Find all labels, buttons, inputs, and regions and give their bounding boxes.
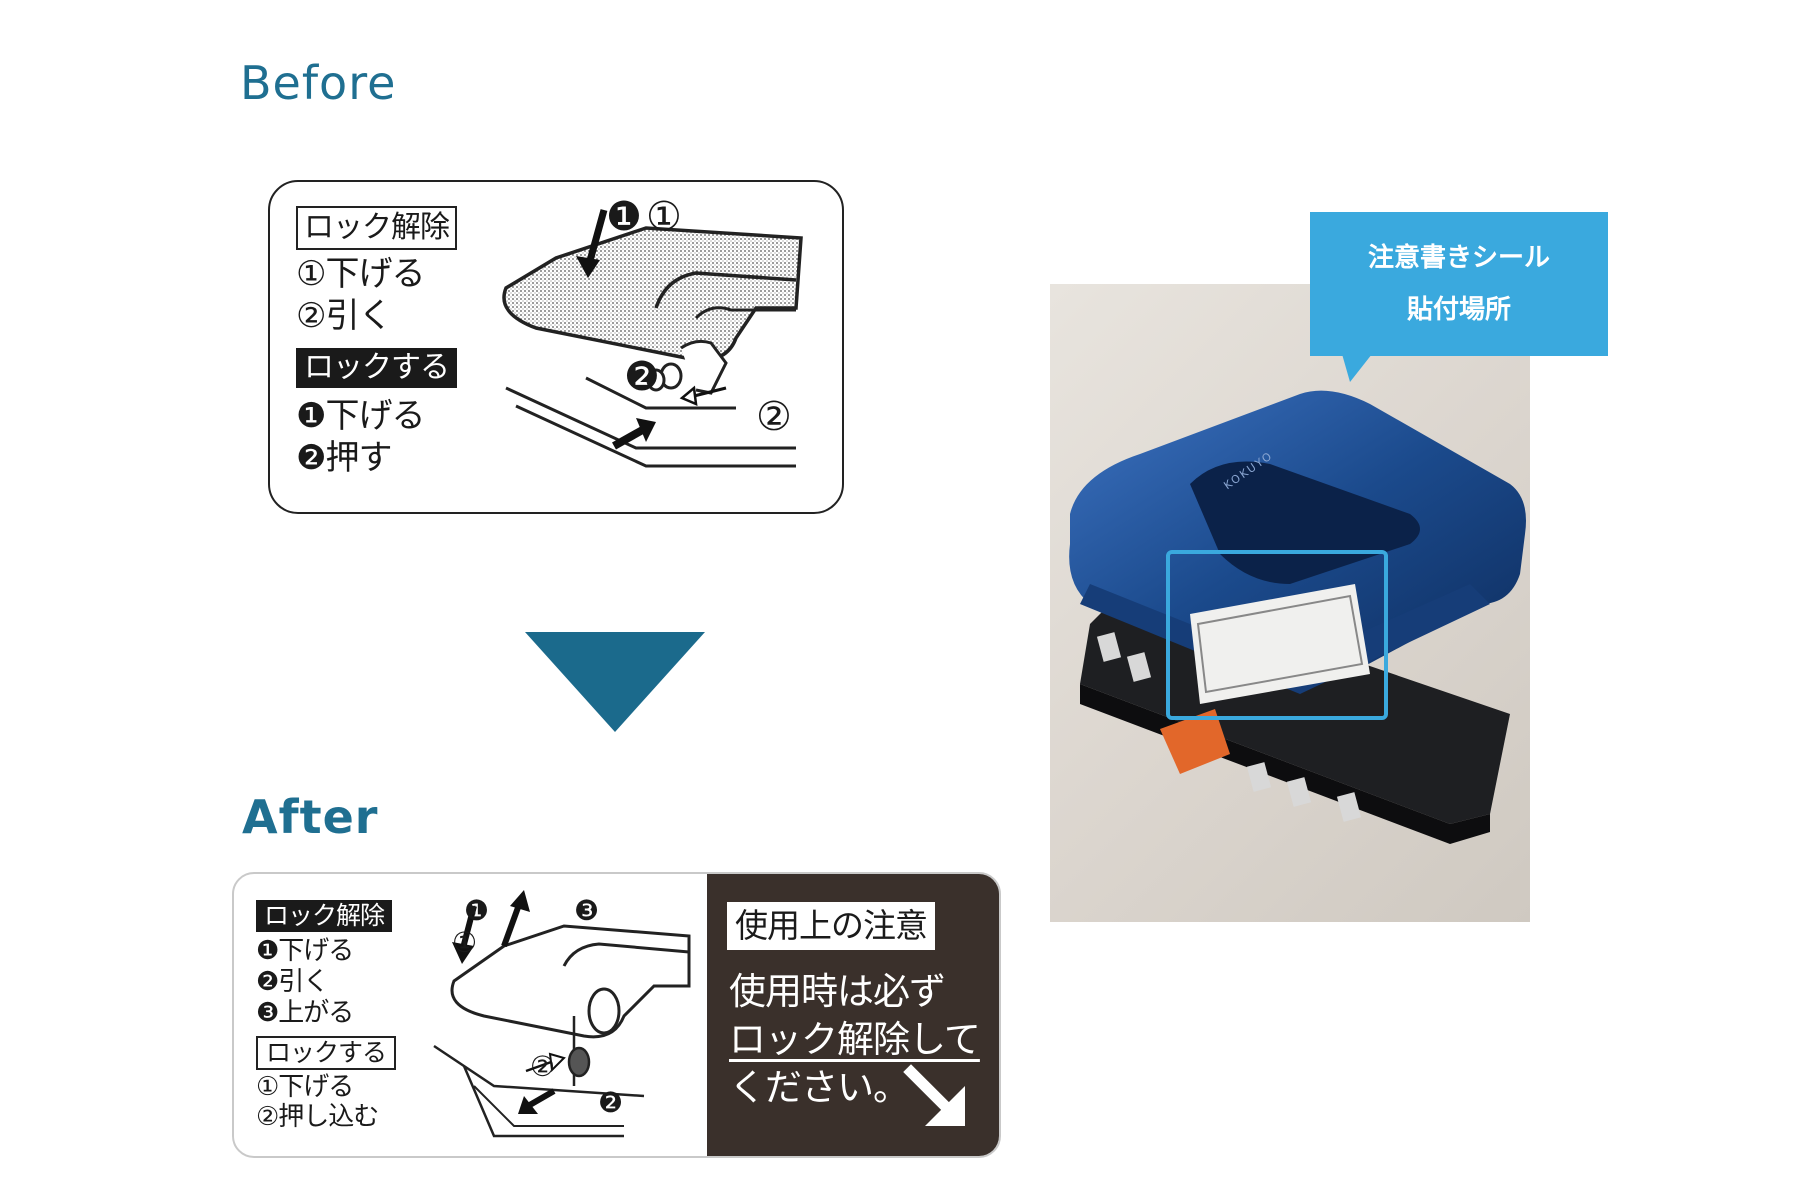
after-lock-step-1: ①下げる xyxy=(256,1072,354,1102)
punch-photo: KOKUYO xyxy=(1050,284,1530,922)
after-unlock-step-2: ❷引く xyxy=(256,967,329,997)
after-mark-outline-1: ① xyxy=(452,926,478,959)
unlock-step-1: ①下げる xyxy=(296,254,425,294)
callout-tail xyxy=(1342,354,1372,382)
before-mark-filled-1: ❶ xyxy=(606,194,642,240)
after-unlock-step-3: ❸上がる xyxy=(256,998,354,1028)
unlock-title: ロック解除 xyxy=(296,206,457,250)
after-heading: After xyxy=(242,790,379,844)
after-lock-title: ロックする xyxy=(256,1036,397,1070)
after-unlock-title: ロック解除 xyxy=(256,900,393,932)
callout-line-1: 注意書きシール xyxy=(1367,243,1550,273)
callout-line-2: 貼付場所 xyxy=(1406,295,1511,325)
after-punch-drawing xyxy=(433,890,691,1138)
caution-title: 使用上の注意 xyxy=(727,902,935,950)
punch-photo-illustration xyxy=(1069,390,1526,844)
before-mark-outline-2: ② xyxy=(756,394,792,440)
before-label-card: ロック解除 ①下げる ②引く ロックする ❶下げる ❷押す ❶ ① xyxy=(268,180,844,514)
caution-line-2: ロック解除して xyxy=(729,1018,981,1061)
after-mark-outline-2: ② xyxy=(530,1050,556,1083)
arrow-down-right-icon xyxy=(903,1064,965,1126)
before-mark-filled-2: ❷ xyxy=(624,354,660,400)
unlock-step-2: ②引く xyxy=(296,296,392,336)
after-mark-filled-1: ❶ xyxy=(464,894,490,927)
before-punch-drawing xyxy=(502,209,803,468)
after-mark-filled-2: ❷ xyxy=(598,1086,624,1119)
before-mark-outline-1: ① xyxy=(646,194,682,240)
after-unlock-step-1: ❶下げる xyxy=(256,936,354,966)
after-lock-step-2: ②押し込む xyxy=(256,1102,379,1132)
lock-step-1: ❶下げる xyxy=(296,396,425,436)
after-label-card: ロック解除 ❶下げる ❷引く ❸上がる ロックする ①下げる ②押し込む ❶ ❸… xyxy=(232,872,1001,1158)
caution-line-1: 使用時は必ず xyxy=(729,970,946,1013)
caution-panel: 使用上の注意 使用時は必ず ロック解除して ください。 xyxy=(707,874,999,1156)
lock-title: ロックする xyxy=(296,348,457,388)
before-heading: Before xyxy=(240,56,397,110)
after-mark-filled-3: ❸ xyxy=(574,894,600,927)
sticker-location-callout: 注意書きシール 貼付場所 xyxy=(1310,212,1608,356)
down-arrow-icon xyxy=(525,632,705,732)
lock-step-2: ❷押す xyxy=(296,438,392,478)
caution-line-3: ください。 xyxy=(729,1066,910,1109)
